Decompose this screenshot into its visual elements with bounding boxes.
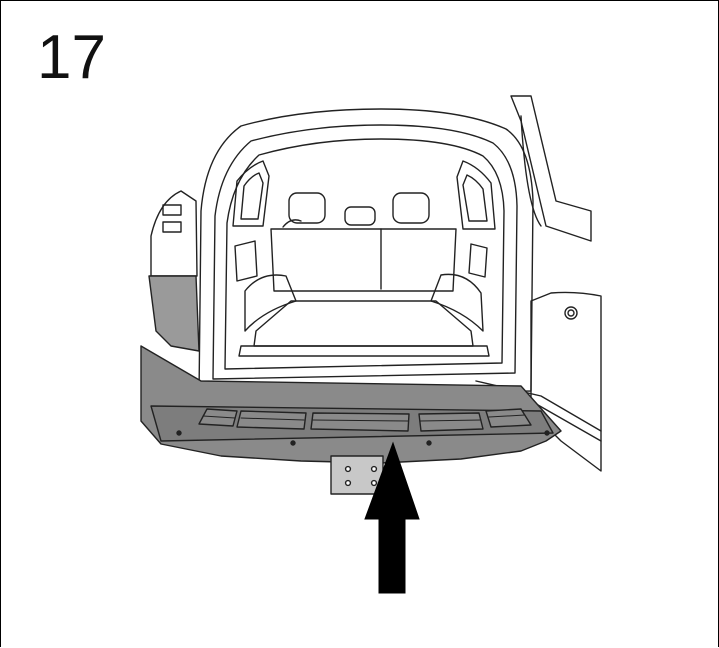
left-side-window xyxy=(232,160,270,227)
rear-door-open xyxy=(510,95,592,242)
rear-quarter-panel xyxy=(530,291,602,472)
liftgate-opening xyxy=(212,124,518,380)
liftgate-frame xyxy=(198,108,534,397)
left-taillight xyxy=(150,190,198,277)
bumper-step-grooves xyxy=(198,408,532,432)
step-number: 17 xyxy=(37,23,106,92)
right-side-window xyxy=(456,160,496,230)
headrest-left xyxy=(288,192,326,224)
rear-seat xyxy=(270,228,457,292)
up-arrow-icon xyxy=(364,441,420,594)
headrest-right xyxy=(392,192,430,224)
fuel-door-latch xyxy=(564,306,578,320)
headrest-center xyxy=(344,206,376,226)
hitch-bracket xyxy=(330,455,384,495)
